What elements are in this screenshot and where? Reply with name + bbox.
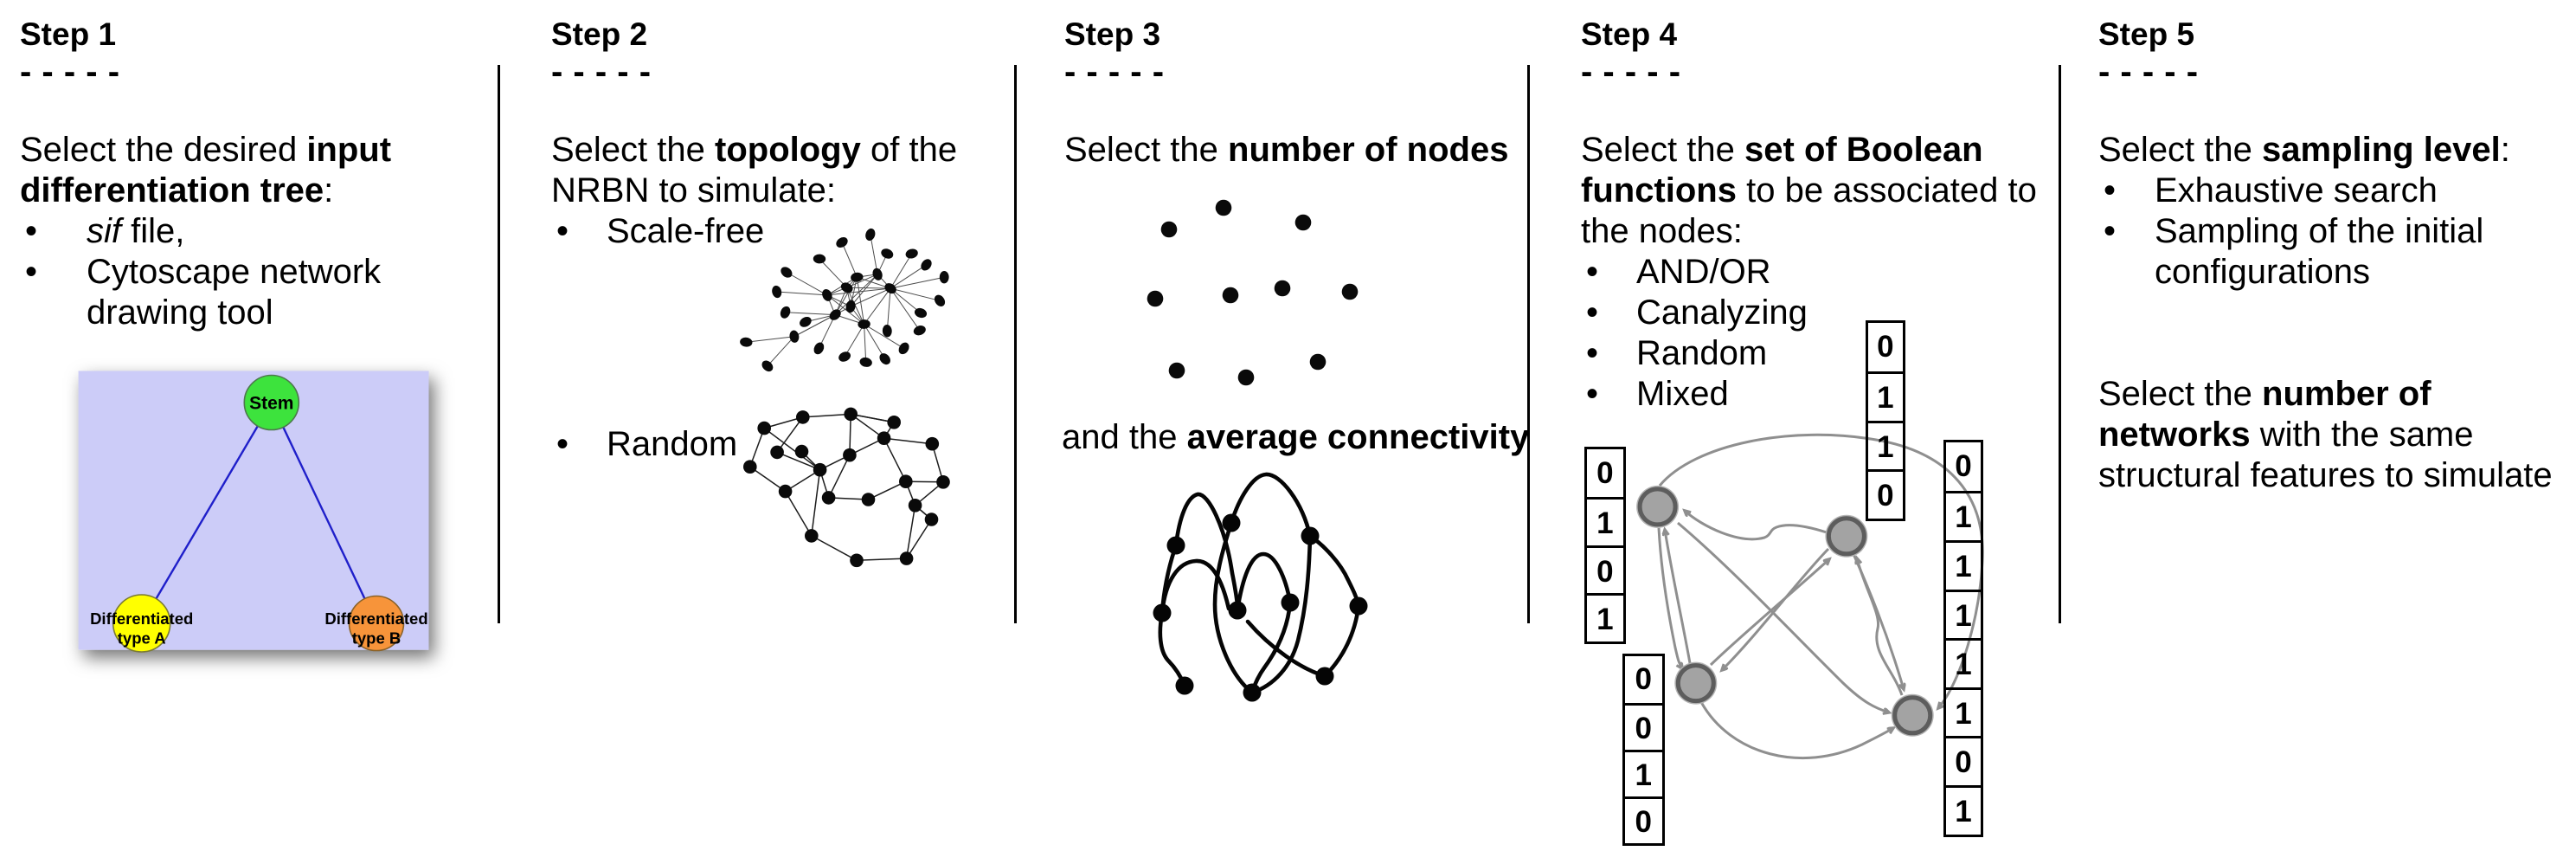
type-b-label-line2: type B <box>352 629 401 648</box>
step-4-bullet-random: •Random <box>1586 334 1768 372</box>
step-5-text-line: configurations <box>2155 253 2371 291</box>
bullet-icon: • <box>1586 375 1599 413</box>
type-b-node <box>348 595 405 652</box>
boolean-network-nodes <box>1636 485 1934 737</box>
boolean-network-arrows <box>1657 433 1984 760</box>
stem-label: Stem <box>249 394 293 414</box>
number-of-nodes-figure <box>1147 199 1359 386</box>
truth-table-cell: 0 <box>1625 796 1662 843</box>
step-4-dashed-rule: - - - - - <box>1581 53 1681 91</box>
boolean-network-figure <box>1636 433 1984 760</box>
step-5-title: Step 5 <box>2098 16 2195 52</box>
column-separator-3 <box>1527 65 1530 623</box>
bullet-icon: • <box>556 425 569 463</box>
random-network-figure <box>743 407 950 568</box>
bullet-icon: • <box>2104 171 2117 210</box>
bullet-icon: • <box>1586 293 1599 332</box>
step-1-title: Step 1 <box>20 16 117 52</box>
tree-edges <box>140 402 378 624</box>
truth-table-cell: 1 <box>1867 371 1903 421</box>
step-4-bullet-canalyzing: •Canalyzing <box>1586 293 1808 332</box>
step-2-dashed-rule: - - - - - <box>551 53 652 91</box>
truth-table-cell: 0 <box>1955 448 1972 483</box>
type-a-label-line1: Differentiated <box>90 609 193 628</box>
differentiation-tree-figure: Stem Differentiated type A Differentiate… <box>78 371 429 653</box>
step-1-text-line: drawing tool <box>87 293 273 332</box>
truth-table-cell: 1 <box>1867 420 1903 470</box>
truth-table-cell: 0 <box>1635 662 1652 696</box>
truth-table-cell: 1 <box>1945 539 1982 590</box>
step-3-text-line: and the average connectivity <box>1062 418 1530 456</box>
step-3-dashed-rule: - - - - - <box>1064 53 1165 91</box>
step-4-text-line: Select the set of Boolean <box>1581 131 1983 169</box>
step-4-text-line: functions to be associated to <box>1581 171 2037 210</box>
truth-table-cell: 0 <box>1586 545 1624 594</box>
step-5-text-line: Select the sampling level: <box>2098 131 2510 169</box>
step-5-bullet-sampling: •Sampling of the initial <box>2104 212 2484 250</box>
truth-table-cell: 1 <box>1945 687 1982 737</box>
step-5-text-line: Select the number of <box>2098 375 2431 413</box>
step-4-title: Step 4 <box>1581 16 1678 52</box>
truth-table-cell: 0 <box>1877 329 1894 364</box>
step-3-title: Step 3 <box>1064 16 1161 52</box>
average-connectivity-figure <box>1153 472 1368 702</box>
column-separator-4 <box>2059 65 2061 623</box>
step-1-dashed-rule: - - - - - <box>20 53 120 91</box>
step-1-text-line: differentiation tree: <box>20 171 334 210</box>
truth-table-cell: 0 <box>1625 703 1662 750</box>
step-5-text-line: structural features to simulate <box>2098 456 2553 494</box>
step-5-bullet-exhaustive: •Exhaustive search <box>2104 171 2438 210</box>
bullet-icon: • <box>1586 334 1599 372</box>
step-2-title: Step 2 <box>551 16 648 52</box>
truth-table-cell: 0 <box>1867 469 1903 519</box>
truth-table-cell: 0 <box>1945 736 1982 785</box>
step-4-text-line: the nodes: <box>1581 212 1743 250</box>
truth-table-cell: 1 <box>1945 589 1982 639</box>
type-a-node <box>112 594 171 653</box>
step-2-text-line: NRBN to simulate: <box>551 171 836 210</box>
type-b-label-line1: Differentiated <box>324 609 427 628</box>
bullet-icon: • <box>1586 253 1599 291</box>
truth-table-cell: 1 <box>1945 491 1982 540</box>
step-1-bullet-cytoscape: •Cytoscape network <box>25 253 382 291</box>
step-1-text-line: Select the desired input <box>20 131 392 169</box>
truth-table-cell: 1 <box>1586 497 1624 545</box>
bullet-icon: • <box>25 212 38 250</box>
step-2-bullet-random: •Random <box>556 425 738 463</box>
truth-table-cell: 1 <box>1945 638 1982 687</box>
truth-table-cell: 1 <box>1586 593 1624 641</box>
step-2-bullet-scale-free: •Scale-free <box>556 212 765 250</box>
step-2-text-line: Select the topology of the <box>551 131 958 169</box>
step-1-bullet-sif: •sif file, <box>25 212 185 250</box>
bullet-icon: • <box>556 212 569 250</box>
bullet-icon: • <box>2104 212 2117 250</box>
truth-table-cell: 1 <box>1945 784 1982 835</box>
step-3-text-line: Select the number of nodes <box>1064 131 1509 169</box>
column-separator-1 <box>498 65 500 623</box>
step-5-text-line: networks with the same <box>2098 416 2474 454</box>
truth-table-cell: 1 <box>1625 750 1662 796</box>
step-5-dashed-rule: - - - - - <box>2098 53 2199 91</box>
column-separator-2 <box>1014 65 1017 623</box>
type-a-label-line2: type A <box>118 629 166 648</box>
truth-table-cell: 0 <box>1596 455 1614 490</box>
bullet-icon: • <box>25 253 38 291</box>
step-4-bullet-mixed: •Mixed <box>1586 375 1729 413</box>
scale-free-network-figure <box>740 228 949 372</box>
stem-node <box>243 374 300 431</box>
step-4-bullet-and-or: •AND/OR <box>1586 253 1771 291</box>
